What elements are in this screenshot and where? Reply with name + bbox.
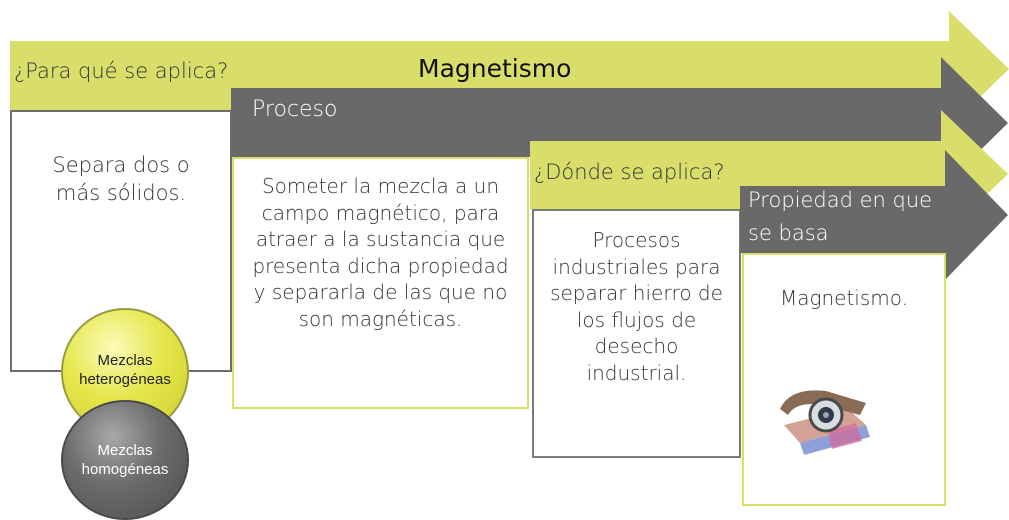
badge-mezclas-heterogeneas-label: Mezclas heterogéneas	[79, 352, 171, 388]
arrow-propiedad-label: Propiedad en que se basa	[748, 188, 933, 245]
card-propiedad-text: Magnetismo.	[779, 286, 909, 310]
card-propiedad: Magnetismo.	[742, 253, 946, 506]
card-proceso-text: Someter la mezcla a un campo magnético, …	[252, 174, 509, 331]
magnetic-separator-icon	[780, 390, 870, 455]
card-donde: Procesos industriales para separar hierr…	[532, 209, 741, 458]
card-aplica-text: Separa dos o más sólidos.	[52, 153, 190, 205]
card-proceso: Someter la mezcla a un campo magnético, …	[232, 157, 529, 409]
arrow-proceso-label: Proceso	[252, 97, 338, 122]
card-donde-text: Procesos industriales para separar hierr…	[550, 228, 723, 385]
arrow-donde-label: ¿Dónde se aplica?	[534, 160, 725, 184]
arrow-aplica-label: ¿Para qué se aplica?	[14, 59, 229, 83]
diagram-title: Magnetismo	[418, 54, 572, 83]
badge-mezclas-homogeneas: Mezclas homogéneas	[61, 400, 189, 520]
card-aplica: Separa dos o más sólidos.	[10, 110, 232, 372]
badge-mezclas-homogeneas-label: Mezclas homogéneas	[81, 442, 169, 478]
